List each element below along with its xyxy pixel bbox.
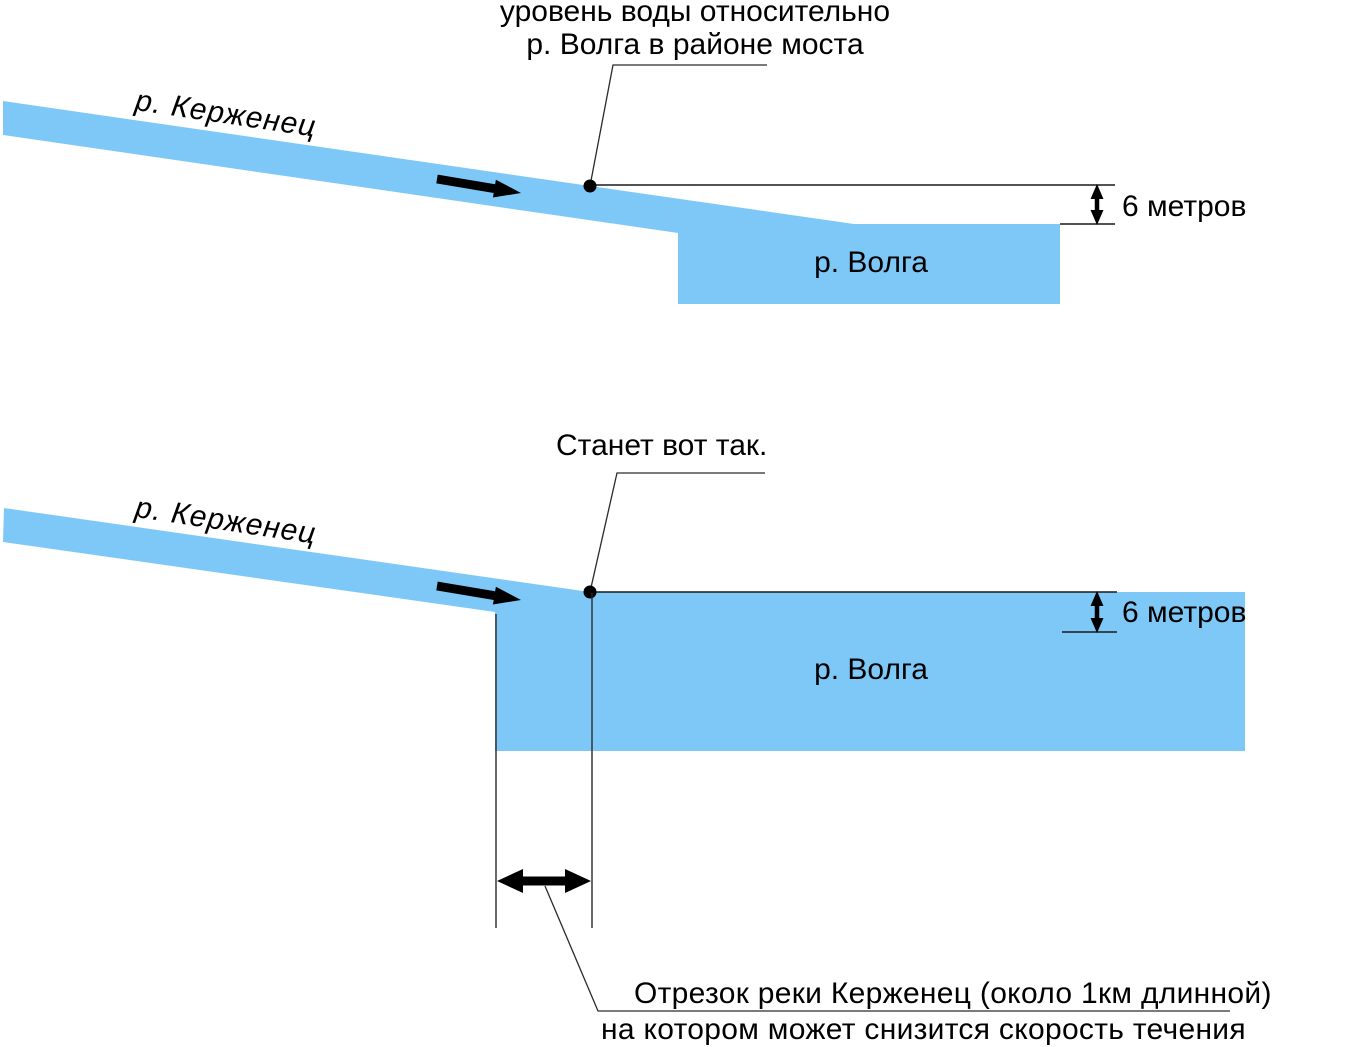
flow-direction-arrow-icon-top <box>436 174 521 198</box>
top-annotation-leader-line <box>589 64 767 187</box>
vertical-dimension-arrow-icon-bottom <box>1090 591 1104 633</box>
top-annotation: уровень воды относительно р. Волга в рай… <box>430 0 960 61</box>
depth-label-top: 6 метров <box>1122 190 1247 223</box>
flow-direction-arrow-icon-bottom <box>436 581 521 605</box>
top-annotation-line2: р. Волга в районе моста <box>526 28 864 61</box>
water-shape-bottom <box>3 508 1245 751</box>
section-caption-line2: на котором может снизится скорость течен… <box>601 1013 1246 1046</box>
vertical-dimension-arrow-icon <box>1090 184 1104 225</box>
volga-river-label-top: р. Волга <box>814 246 928 279</box>
depth-label-bottom: 6 метров <box>1122 596 1247 629</box>
top-measure-point-dot <box>583 179 597 193</box>
horizontal-dimension-arrow-icon <box>497 869 591 893</box>
bottom-panel-title: Станет вот так. <box>556 429 768 462</box>
top-annotation-line1: уровень воды относительно <box>499 0 891 28</box>
bottom-measure-point-dot <box>583 585 597 599</box>
volga-river-label-bottom: р. Волга <box>814 653 928 686</box>
section-caption-line1: Отрезок реки Керженец (около 1км длинной… <box>634 977 1272 1010</box>
caption-leader-line <box>544 885 1230 1012</box>
water-shape-top <box>3 101 1060 304</box>
bottom-title-leader-line <box>589 472 765 593</box>
